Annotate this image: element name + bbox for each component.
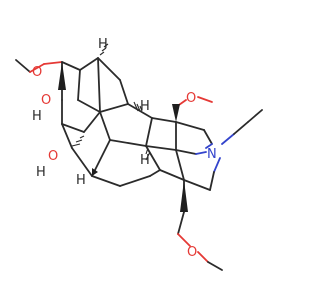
bond	[175, 149, 185, 181]
bond	[43, 61, 63, 65]
bond	[233, 121, 249, 135]
bond	[99, 111, 111, 141]
bond	[91, 175, 121, 187]
bond	[15, 59, 31, 73]
bond	[97, 57, 121, 81]
bond	[183, 179, 211, 191]
wedge-bond	[58, 62, 66, 90]
bond	[203, 129, 213, 145]
wedge-bond	[92, 168, 98, 176]
bond	[197, 96, 213, 103]
bond	[61, 123, 73, 149]
bond	[151, 117, 177, 123]
hash-bond	[71, 135, 85, 147]
bond	[209, 171, 215, 191]
bond	[145, 145, 177, 151]
bond	[119, 79, 129, 105]
hydroxyl-h-label: H	[32, 109, 42, 124]
bond	[175, 121, 205, 131]
bond	[119, 175, 151, 187]
nitrogen-label: N	[207, 147, 217, 162]
bond	[99, 103, 129, 113]
bond	[149, 169, 161, 177]
bond	[175, 149, 197, 155]
hydroxyl-oxygen-label: O	[41, 93, 51, 108]
hydrogen-label: H	[140, 99, 150, 114]
bond	[61, 61, 81, 71]
bond	[207, 261, 223, 271]
hash-bond	[99, 43, 109, 56]
bond	[71, 147, 93, 177]
hydrogen-label: H	[76, 173, 86, 188]
bond	[159, 169, 185, 181]
hash-bond	[145, 147, 151, 161]
bond-layer	[15, 57, 263, 271]
bond	[177, 233, 191, 247]
bond	[195, 151, 207, 155]
hydrogen-label: H	[98, 37, 108, 52]
hydroxyl-oxygen-label: O	[48, 149, 58, 164]
atom-label-layer: O H O H H O N O H H H O	[32, 37, 217, 260]
wedge-bond	[180, 180, 188, 212]
hash-bond	[133, 101, 143, 112]
bond	[79, 57, 99, 71]
bond	[77, 99, 101, 113]
bond	[109, 139, 147, 147]
bond	[145, 145, 161, 171]
hydroxyl-h-label: H	[36, 165, 46, 180]
bond	[205, 143, 213, 149]
bond	[197, 251, 209, 263]
bond	[177, 211, 185, 235]
molecule-structure-diagram: O H O H H O N O H H H O	[15, 37, 263, 271]
bond	[29, 63, 45, 73]
stereo-bond-layer	[58, 43, 188, 212]
bond	[221, 133, 235, 145]
bond	[83, 111, 101, 133]
oxygen-label: O	[187, 245, 197, 260]
bond	[97, 57, 101, 113]
bond	[247, 109, 263, 123]
bond	[77, 69, 81, 101]
wedge-bond	[172, 104, 180, 122]
oxygen-label: O	[32, 65, 42, 80]
hydrogen-label: H	[140, 153, 150, 168]
bond	[213, 157, 221, 173]
oxygen-label: O	[186, 91, 196, 106]
bond	[145, 117, 153, 147]
bond	[61, 123, 85, 133]
